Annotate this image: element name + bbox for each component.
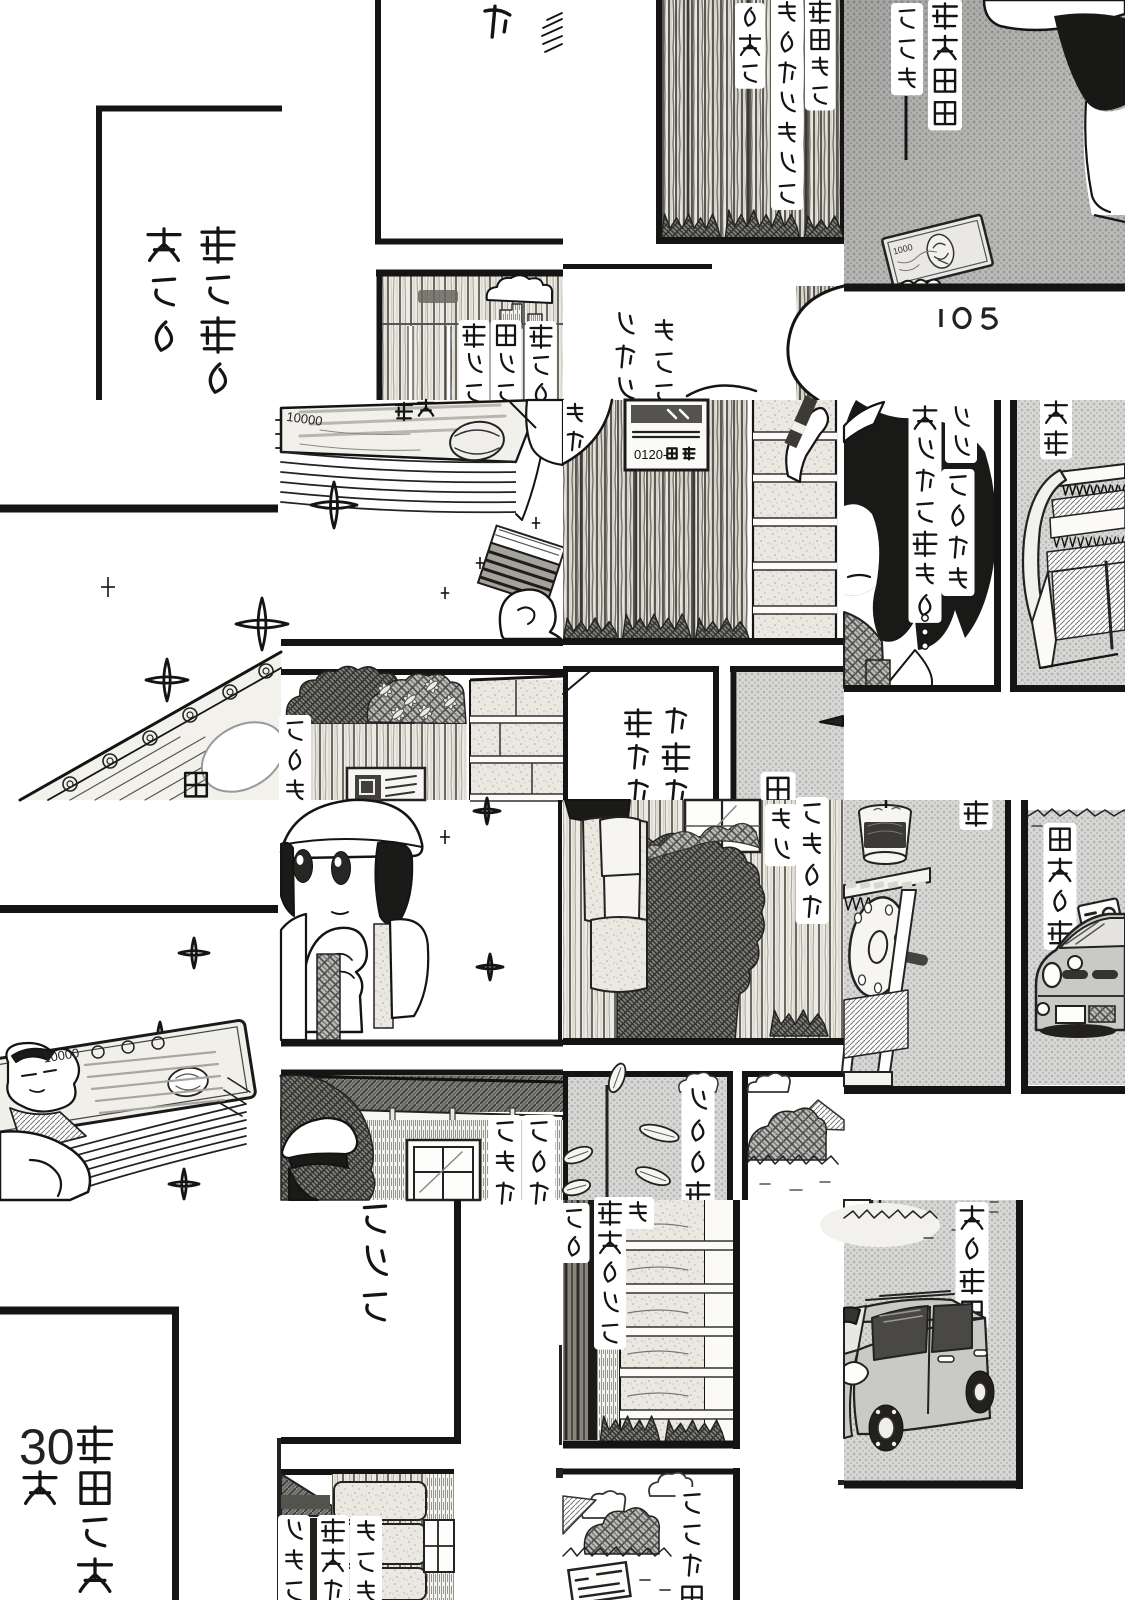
- svg-text:1000: 1000: [892, 242, 914, 257]
- svg-text:30: 30: [19, 1419, 75, 1475]
- svg-text:10000: 10000: [42, 1045, 80, 1065]
- svg-text:0120-: 0120-: [634, 447, 667, 462]
- svg-text:10000: 10000: [286, 409, 324, 429]
